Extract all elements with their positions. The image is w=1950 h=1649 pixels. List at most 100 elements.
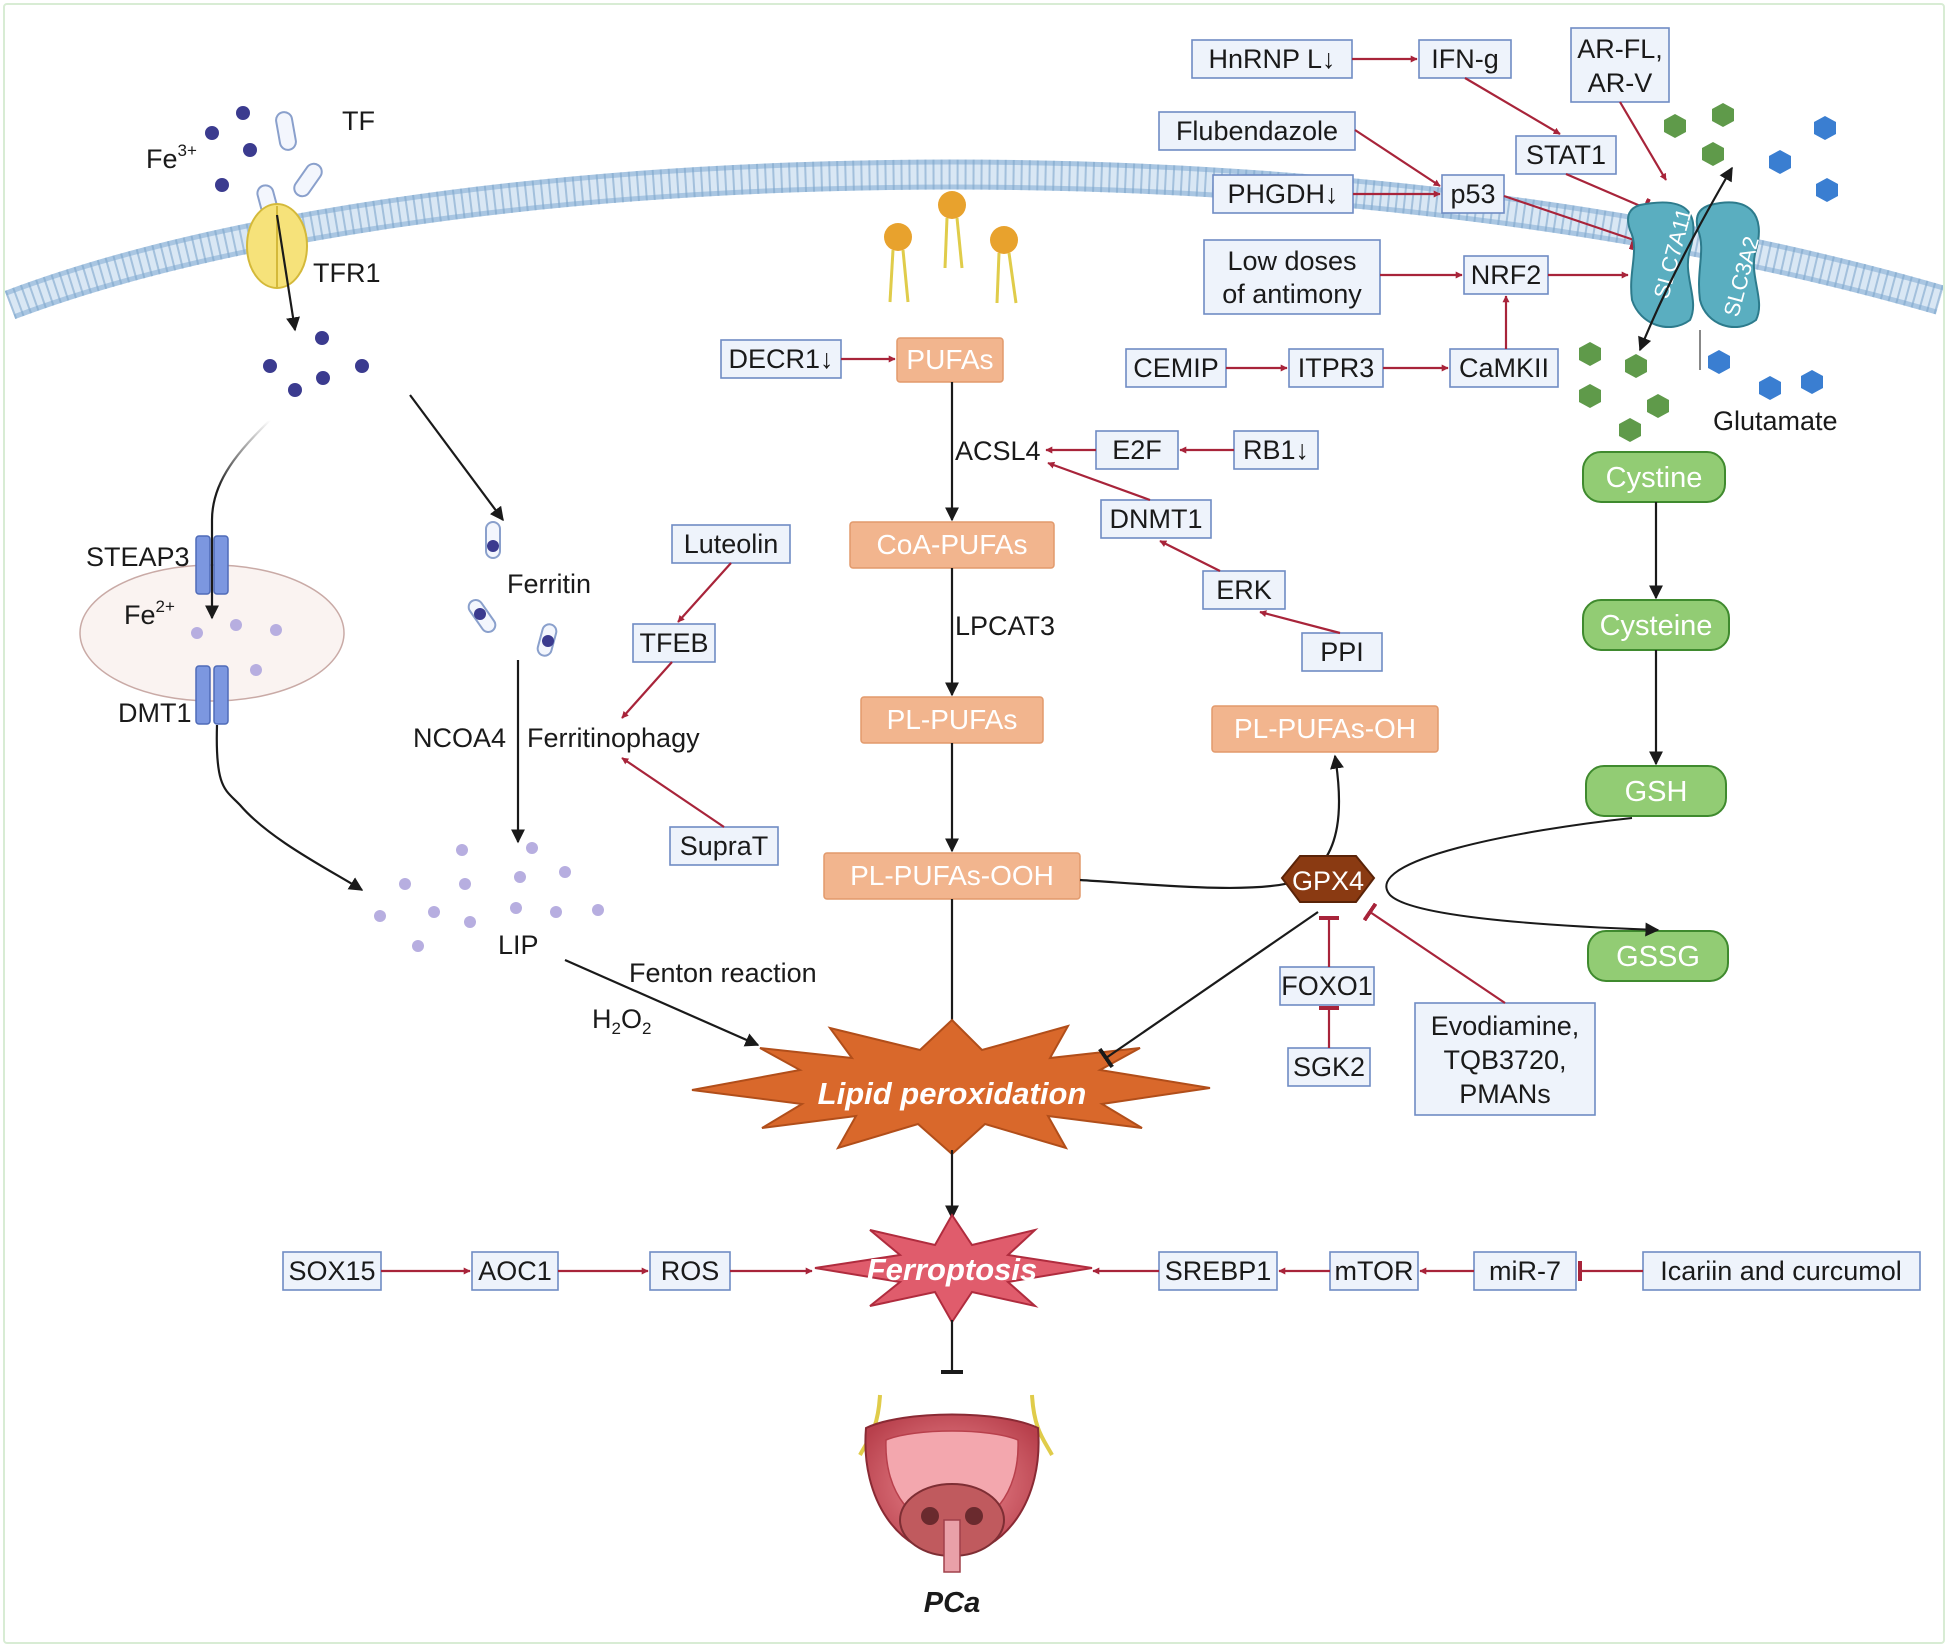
svg-text:PMANs: PMANs (1459, 1079, 1551, 1109)
svg-text:TQB3720,: TQB3720, (1443, 1045, 1566, 1075)
luteolin-to-tfeb-arrow (677, 562, 732, 623)
svg-text:Luteolin: Luteolin (684, 529, 779, 559)
ifn-g-box: IFN-g (1418, 39, 1512, 79)
mir7-box: miR-7 (1473, 1251, 1577, 1291)
icariin-curcumol-box: Icariin and curcumol (1642, 1251, 1921, 1291)
tfr1-label: TFR1 (313, 258, 381, 288)
luteolin-box: Luteolin (671, 524, 791, 564)
svg-text:ROS: ROS (661, 1256, 720, 1286)
svg-text:AR-V: AR-V (1588, 68, 1653, 98)
pca-label: PCa (924, 1587, 980, 1619)
ifng-to-stat1-arrow (1464, 77, 1561, 135)
svg-text:of antimony: of antimony (1222, 279, 1362, 309)
camkii-box: CaMKII (1449, 348, 1559, 388)
svg-text:SGK2: SGK2 (1293, 1052, 1365, 1082)
acsl4-label: ACSL4 (955, 436, 1041, 466)
fe-cytosol-ions (263, 331, 369, 397)
hnrnp-l-box: HnRNP L↓ (1191, 39, 1353, 79)
svg-text:SOX15: SOX15 (288, 1256, 375, 1286)
stat1-box: STAT1 (1515, 135, 1617, 175)
lip-label: LIP (498, 930, 539, 960)
ros-box: ROS (649, 1251, 731, 1291)
steap3-channel-icon (195, 535, 229, 595)
steap3-label: STEAP3 (86, 542, 190, 572)
fe-to-endosome-arrow (205, 419, 271, 620)
e2f-box: E2F (1095, 430, 1179, 470)
ferritin-label: Ferritin (507, 569, 591, 599)
rb1-box: RB1↓ (1233, 430, 1319, 470)
svg-text:Cysteine: Cysteine (1600, 610, 1713, 642)
svg-text:ITPR3: ITPR3 (1298, 353, 1375, 383)
pl-pufas-ooh-box: PL-PUFAs-OOH (823, 852, 1081, 900)
ferritin-icon (467, 521, 558, 657)
fenton-reaction-label: Fenton reaction (629, 958, 817, 988)
svg-text:Evodiamine,: Evodiamine, (1431, 1011, 1580, 1041)
phgdh-box: PHGDH↓ (1212, 174, 1354, 214)
lpcat3-label: LPCAT3 (955, 611, 1055, 641)
svg-text:p53: p53 (1450, 179, 1495, 209)
svg-text:GSH: GSH (1625, 776, 1688, 808)
lipid-peroxidation-burst (691, 1018, 1211, 1156)
svg-text:DNMT1: DNMT1 (1110, 504, 1203, 534)
svg-text:PL-PUFAs: PL-PUFAs (887, 704, 1018, 735)
svg-text:SREBP1: SREBP1 (1165, 1256, 1272, 1286)
svg-text:PL-PUFAs-OOH: PL-PUFAs-OOH (850, 860, 1054, 891)
svg-text:RB1↓: RB1↓ (1243, 435, 1309, 465)
svg-text:E2F: E2F (1112, 435, 1162, 465)
gpx4-inhibits-lipid-peroxidation-line (1098, 911, 1319, 1069)
fe3-label: Fe3+ (146, 141, 197, 174)
ferroptosis-burst (814, 1213, 1093, 1324)
nrf2-box: NRF2 (1463, 255, 1549, 295)
cystine-molecules-icon (1579, 103, 1734, 442)
ppi-to-erk-arrow (1259, 610, 1341, 635)
svg-text:Low doses: Low doses (1227, 246, 1356, 276)
ar-box: AR-FL, AR-V (1570, 27, 1670, 103)
stat1-inhibits-slc7a11-line (1565, 172, 1651, 218)
ncoa4-label: NCOA4 (413, 723, 506, 753)
svg-text:FOXO1: FOXO1 (1281, 971, 1373, 1001)
pufa-lipids-icon (884, 191, 1018, 304)
cystine-box: Cystine (1582, 451, 1726, 503)
h2o2-label: H2O2 (592, 1004, 651, 1038)
foxo1-box: FOXO1 (1279, 966, 1375, 1006)
evodiamine-inhibits-gpx4-line (1362, 902, 1506, 1004)
svg-text:PHGDH↓: PHGDH↓ (1227, 179, 1338, 209)
coa-pufas-box: CoA-PUFAs (849, 521, 1055, 569)
svg-text:STAT1: STAT1 (1526, 140, 1606, 170)
mtor-box: mTOR (1329, 1251, 1419, 1291)
glutamate-label: Glutamate (1713, 406, 1838, 436)
gsh-to-gssg-arrow (1385, 817, 1660, 937)
flubendazole-to-p53-arrow (1354, 129, 1441, 187)
svg-text:miR-7: miR-7 (1489, 1256, 1561, 1286)
ppi-box: PPI (1301, 632, 1383, 672)
srebp1-box: SREBP1 (1158, 1251, 1278, 1291)
fe-to-ferritin-arrow (409, 394, 504, 522)
lip-to-lipid-peroxidation-arrow (564, 958, 760, 1047)
evodiamine-box: Evodiamine, TQB3720, PMANs (1414, 1002, 1596, 1116)
svg-text:AR-FL,: AR-FL, (1577, 34, 1663, 64)
cysteine-box: Cysteine (1582, 599, 1730, 651)
p53-inhibits-slc7a11-line (1503, 194, 1640, 251)
pl-pufas-oh-box: PL-PUFAs-OH (1211, 705, 1439, 753)
svg-text:mTOR: mTOR (1335, 1256, 1414, 1286)
sox15-box: SOX15 (282, 1251, 382, 1291)
tfr1-import-arrow (275, 214, 300, 332)
svg-text:GSSG: GSSG (1616, 941, 1700, 973)
svg-text:HnRNP L↓: HnRNP L↓ (1208, 44, 1335, 74)
svg-text:NRF2: NRF2 (1471, 260, 1542, 290)
svg-text:Cystine: Cystine (1606, 462, 1703, 494)
svg-text:CaMKII: CaMKII (1459, 353, 1549, 383)
tfr1-receptor-icon (246, 203, 308, 289)
tfeb-to-ferritinophagy-arrow (621, 661, 673, 719)
svg-text:IFN-g: IFN-g (1431, 44, 1499, 74)
itpr3-box: ITPR3 (1288, 348, 1384, 388)
p53-box: p53 (1441, 174, 1505, 214)
svg-text:SupraT: SupraT (680, 831, 769, 861)
ferroptosis-label: Ferroptosis (867, 1252, 1038, 1287)
transporter-exchange-arrow (1638, 166, 1733, 352)
gssg-box: GSSG (1587, 930, 1729, 982)
tfeb-box: TFEB (632, 623, 716, 663)
lip-ions (374, 842, 604, 952)
